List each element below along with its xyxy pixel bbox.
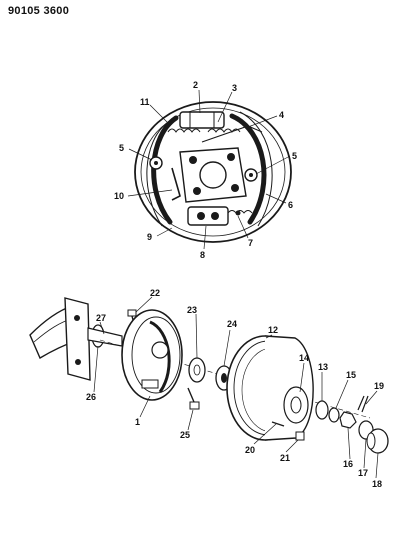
wheel-stud — [271, 421, 285, 427]
callout-26: 26 — [86, 392, 96, 402]
cotter-pin — [357, 395, 369, 413]
adjuster-cable — [201, 125, 263, 143]
callout-12: 12 — [268, 325, 278, 335]
callout-4: 4 — [279, 110, 284, 120]
callout-21: 21 — [280, 453, 290, 463]
callout-18: 18 — [372, 479, 382, 489]
callout-25: 25 — [180, 430, 190, 440]
callout-1: 1 — [135, 417, 140, 427]
upper-leader-lines — [127, 89, 291, 250]
callout-labels: 2 3 11 4 5 5 10 6 9 7 8 22 27 23 24 12 1… — [86, 80, 384, 489]
callout-10: 10 — [114, 191, 124, 201]
anchor-block — [187, 206, 229, 226]
callout-16: 16 — [343, 459, 353, 469]
return-spring-right — [207, 128, 241, 133]
axle-flange — [179, 147, 247, 203]
exploded-axle-view — [29, 297, 389, 454]
callout-15: 15 — [346, 370, 356, 380]
grease-cap — [366, 428, 389, 454]
hex-bolt — [187, 387, 200, 410]
callout-6: 6 — [288, 200, 293, 210]
callout-5-left: 5 — [119, 143, 124, 153]
thrust-washer — [328, 407, 340, 423]
outer-bearing — [315, 400, 329, 420]
adjuster-lever — [171, 167, 181, 201]
callout-7: 7 — [248, 238, 253, 248]
callout-19: 19 — [374, 381, 384, 391]
callout-24: 24 — [227, 319, 237, 329]
callout-22: 22 — [150, 288, 160, 298]
callout-8: 8 — [200, 250, 205, 260]
callout-5-right: 5 — [292, 151, 297, 161]
callout-3: 3 — [232, 83, 237, 93]
callout-2: 2 — [193, 80, 198, 90]
callout-20: 20 — [245, 445, 255, 455]
callout-14: 14 — [299, 353, 309, 363]
housing-flange — [64, 297, 91, 381]
lower-leader-lines — [93, 296, 379, 479]
callout-27: 27 — [96, 313, 106, 323]
brake-backing-plate-view — [134, 101, 292, 243]
backing-plate — [134, 101, 292, 243]
callout-9: 9 — [147, 232, 152, 242]
lower-spring — [227, 210, 253, 214]
spindle-nut — [339, 411, 357, 429]
lug-nut — [295, 431, 305, 441]
callout-11: 11 — [140, 97, 150, 107]
callout-23: 23 — [187, 305, 197, 315]
catalog-code: 90105 3600 — [8, 5, 70, 17]
brake-drum — [226, 335, 314, 441]
wheel-cylinder — [179, 111, 225, 129]
return-spring-upper — [167, 128, 201, 133]
brake-shoe-right — [229, 113, 267, 225]
callout-17: 17 — [358, 468, 368, 478]
callout-13: 13 — [318, 362, 328, 372]
